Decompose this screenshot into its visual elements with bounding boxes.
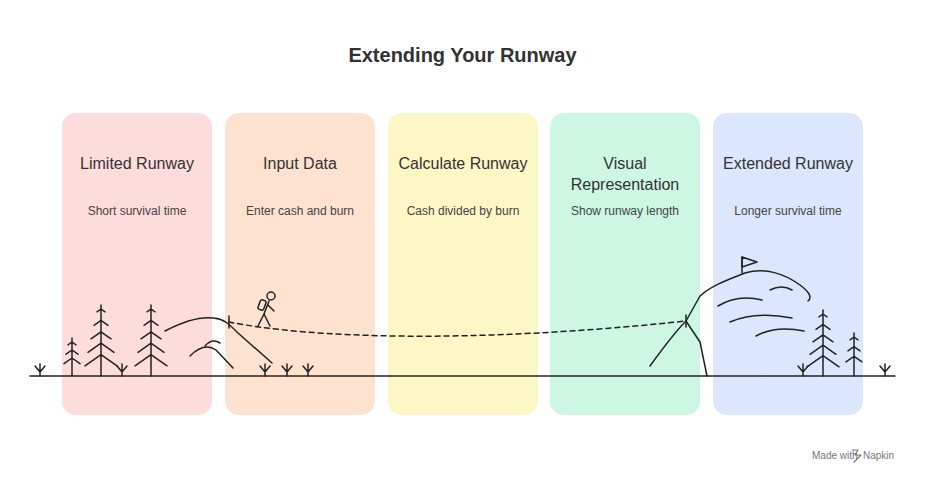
- grass-tuft: [303, 364, 313, 376]
- right-mountain: [650, 271, 810, 376]
- watermark: Made with: [812, 450, 858, 461]
- grass-tuft: [880, 364, 890, 376]
- stage-panel: Input DataEnter cash and burn: [225, 113, 375, 415]
- diagram-title: Extending Your Runway: [0, 44, 925, 67]
- pine-trees: [64, 305, 862, 376]
- panel-heading: Calculate Runway: [398, 153, 528, 195]
- panel-heading: Extended Runway: [723, 153, 853, 195]
- grass-tuft: [282, 364, 292, 376]
- grass-tuft: [260, 364, 270, 376]
- watermark: Napkin: [863, 450, 894, 461]
- stage-panel: Limited RunwayShort survival time: [62, 113, 212, 415]
- grass-tuft: [117, 364, 127, 376]
- panel-heading: Visual Representation: [560, 153, 690, 195]
- panel-heading: Limited Runway: [72, 153, 202, 195]
- panel-text: Short survival time: [72, 204, 202, 219]
- pine-tree: [846, 333, 862, 376]
- panel-text: Enter cash and burn: [235, 204, 365, 219]
- ground-line: [30, 375, 895, 377]
- grass-tuft: [35, 364, 45, 376]
- stage-panel: Extended RunwayLonger survival time: [713, 113, 863, 415]
- left-hill: [165, 318, 272, 368]
- summit-flag: [742, 257, 757, 273]
- pine-tree: [807, 310, 839, 376]
- panel-heading: Input Data: [235, 153, 365, 195]
- dashed-route: [229, 315, 686, 336]
- pine-tree: [135, 305, 167, 376]
- panel-text: Show runway length: [560, 204, 690, 219]
- pine-tree: [64, 338, 80, 376]
- napkin-logo: [852, 450, 861, 462]
- pine-tree: [85, 305, 117, 376]
- stage-panel: Visual RepresentationShow runway length: [550, 113, 700, 415]
- grass-tuft: [798, 364, 808, 376]
- grass-tufts: [35, 364, 890, 376]
- panel-text: Longer survival time: [723, 204, 853, 219]
- hiker: [257, 292, 275, 326]
- stage-panel: Calculate RunwayCash divided by burn: [388, 113, 538, 415]
- panel-text: Cash divided by burn: [398, 204, 528, 219]
